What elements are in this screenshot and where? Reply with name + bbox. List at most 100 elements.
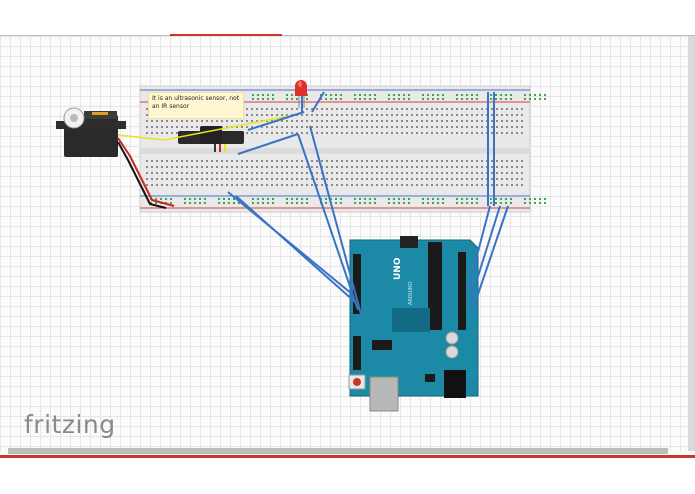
breadboard-hole [393, 198, 395, 200]
breadboard-hole [364, 198, 366, 200]
breadboard-hole [436, 108, 438, 110]
breadboard-hole [471, 166, 473, 168]
breadboard-hole [336, 172, 338, 174]
breadboard-hole [206, 120, 208, 122]
breadboard-hole [201, 184, 203, 186]
breadboard-hole [226, 178, 228, 180]
breadboard-hole [495, 94, 497, 96]
breadboard-hole [481, 166, 483, 168]
arduino-uno-board[interactable]: UNO ARDUINO [348, 236, 479, 412]
breadboard-hole [461, 160, 463, 162]
breadboard-hole [261, 160, 263, 162]
breadboard-hole [331, 132, 333, 134]
breadboard-hole [286, 198, 288, 200]
breadboard-hole [151, 184, 153, 186]
breadboard-hole [311, 166, 313, 168]
breadboard-hole [544, 198, 546, 200]
breadboard-hole [251, 160, 253, 162]
breadboard-hole [301, 184, 303, 186]
breadboard-hole [216, 178, 218, 180]
breadboard-hole [461, 120, 463, 122]
sensor-bridge-wire-2 [247, 111, 305, 131]
breadboard-hole [381, 132, 383, 134]
breadboard-hole [441, 160, 443, 162]
breadboard-hole [441, 108, 443, 110]
breadboard-hole [391, 172, 393, 174]
breadboard-hole [481, 108, 483, 110]
breadboard-hole [446, 132, 448, 134]
breadboard-hole [351, 108, 353, 110]
breadboard-hole [262, 202, 264, 204]
breadboard-hole [442, 202, 444, 204]
breadboard-hole [216, 184, 218, 186]
breadboard-hole [161, 132, 163, 134]
breadboard-hole [256, 114, 258, 116]
breadboard-hole [266, 126, 268, 128]
breadboard-hole [411, 178, 413, 180]
breadboard-canvas[interactable] [0, 36, 688, 451]
breadboard-hole [231, 178, 233, 180]
breadboard-hole [251, 178, 253, 180]
breadboard-hole [241, 172, 243, 174]
breadboard-hole [403, 198, 405, 200]
breadboard-hole [516, 172, 518, 174]
red-led[interactable] [295, 80, 307, 108]
breadboard-hole [411, 114, 413, 116]
breadboard-hole [331, 166, 333, 168]
breadboard-hole [301, 172, 303, 174]
vertical-scrollbar[interactable] [688, 36, 695, 451]
breadboard-hole [261, 178, 263, 180]
breadboard-hole [416, 108, 418, 110]
breadboard-hole [346, 126, 348, 128]
breadboard-hole [391, 132, 393, 134]
breadboard-hole [204, 198, 206, 200]
breadboard-hole [476, 202, 478, 204]
breadboard-hole [166, 120, 168, 122]
breadboard-hole [267, 94, 269, 96]
breadboard-hole [506, 160, 508, 162]
breadboard-hole [211, 160, 213, 162]
breadboard-hole [161, 172, 163, 174]
breadboard-hole [421, 132, 423, 134]
breadboard-hole [241, 120, 243, 122]
breadboard-hole [495, 98, 497, 100]
breadboard-hole [291, 98, 293, 100]
breadboard-hole [184, 202, 186, 204]
breadboard-hole [306, 198, 308, 200]
servo-motor[interactable] [56, 107, 126, 157]
breadboard-hole [252, 94, 254, 96]
breadboard-hole [511, 172, 513, 174]
breadboard-hole [261, 166, 263, 168]
breadboard-hole [171, 160, 173, 162]
breadboard-hole [451, 160, 453, 162]
horizontal-scrollbar[interactable] [8, 448, 668, 454]
breadboard-hole [510, 94, 512, 96]
breadboard-hole [396, 132, 398, 134]
breadboard-hole [356, 108, 358, 110]
breadboard-hole [431, 114, 433, 116]
breadboard-hole [401, 184, 403, 186]
sensor-note[interactable]: It is an ultrasonic sensor, not an IR se… [148, 92, 244, 119]
breadboard-hole [311, 178, 313, 180]
arduino-uno-label: UNO [393, 257, 403, 280]
breadboard-hole [191, 166, 193, 168]
breadboard-hole [496, 114, 498, 116]
breadboard-hole [436, 114, 438, 116]
breadboard-hole [516, 178, 518, 180]
breadboard-hole [262, 94, 264, 96]
breadboard-hole [251, 120, 253, 122]
breadboard-hole [176, 120, 178, 122]
breadboard-hole [516, 108, 518, 110]
breadboard-hole [524, 98, 526, 100]
breadboard-hole [476, 114, 478, 116]
breadboard-hole [241, 184, 243, 186]
breadboard-hole [476, 184, 478, 186]
breadboard-hole [466, 202, 468, 204]
breadboard-hole [306, 126, 308, 128]
power-gnd-wire [469, 205, 501, 303]
power-gnd-wire-2 [471, 205, 509, 313]
breadboard-hole [272, 202, 274, 204]
breadboard-hole [321, 126, 323, 128]
breadboard-hole [330, 98, 332, 100]
breadboard-hole [388, 94, 390, 96]
